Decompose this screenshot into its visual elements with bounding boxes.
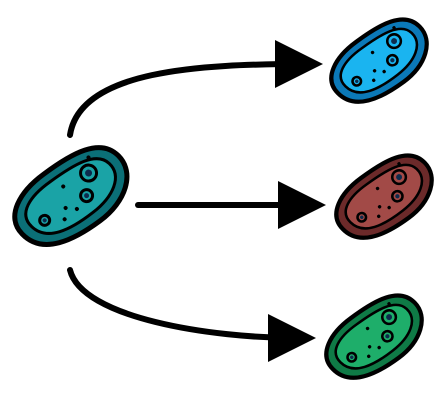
green-bacterium-icon <box>315 280 435 395</box>
blue-bacterium-icon <box>320 4 440 119</box>
red-bacterium-icon <box>325 140 444 255</box>
bacterium-body <box>320 4 440 119</box>
bacterium-body <box>1 129 143 264</box>
bacterium-body <box>315 280 435 395</box>
parent-bacterium-icon <box>1 129 143 264</box>
arrow-to-bottom <box>70 270 298 338</box>
bacterium-body <box>325 140 444 255</box>
arrow-to-top <box>70 64 305 135</box>
